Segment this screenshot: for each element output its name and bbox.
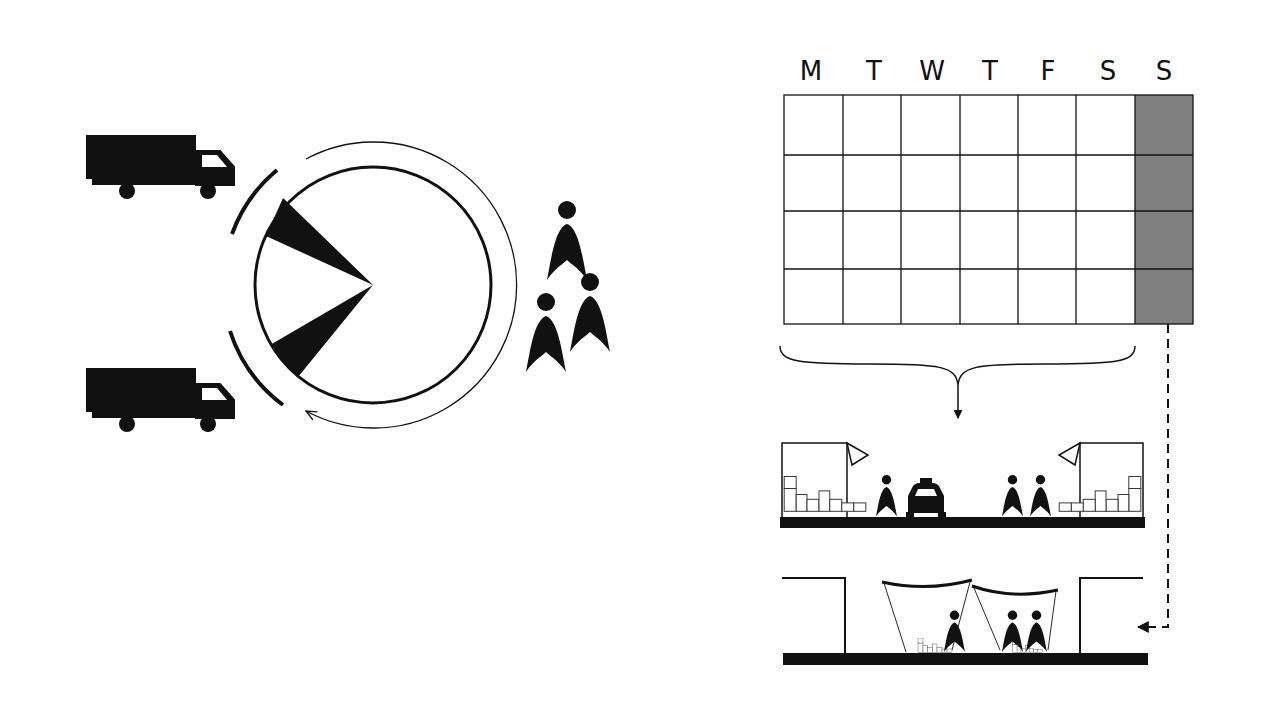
day-label: F bbox=[1041, 58, 1056, 84]
day-label: W bbox=[919, 58, 945, 84]
person bbox=[526, 293, 566, 372]
wedge bbox=[270, 285, 373, 377]
person bbox=[570, 273, 610, 352]
wedge bbox=[266, 198, 373, 285]
person bbox=[547, 201, 587, 280]
delivery-arc bbox=[232, 170, 277, 234]
brace bbox=[780, 346, 1135, 385]
truck bbox=[86, 135, 234, 199]
sunday-section bbox=[782, 578, 1148, 665]
weekday-arrow bbox=[957, 385, 959, 418]
cycle-arrow bbox=[306, 142, 517, 428]
day-label: S bbox=[1156, 58, 1173, 84]
cycle-circle bbox=[255, 167, 491, 403]
weekday-section bbox=[780, 443, 1145, 528]
truck bbox=[86, 368, 234, 432]
calendar-grid bbox=[784, 95, 1193, 324]
day-label: M bbox=[800, 58, 822, 84]
delivery-arc bbox=[230, 331, 283, 405]
day-label: T bbox=[866, 58, 882, 84]
day-label: T bbox=[982, 58, 998, 84]
day-label: S bbox=[1100, 58, 1117, 84]
